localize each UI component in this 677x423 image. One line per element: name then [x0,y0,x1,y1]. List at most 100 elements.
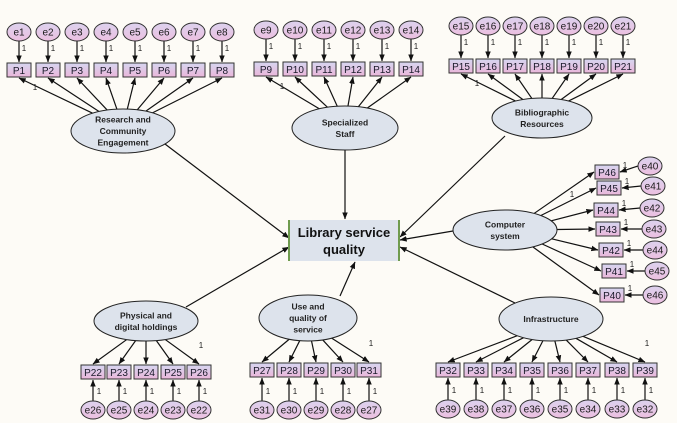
observed-label-P28: P28 [280,366,298,377]
error-term-e23 [160,400,186,420]
error-term-e46 [642,285,668,305]
fixed-error-loading: 1 [592,386,597,395]
latent-inf [498,296,604,342]
observed-item-P20 [583,58,609,74]
observed-label-P33: P33 [467,366,485,377]
error-label-e24: e24 [138,406,155,417]
nodes-layer: e11P1e21P2e31P3e41P4e51P5e61P6e71P7e81P8… [6,16,670,420]
observed-label-P14: P14 [402,65,420,76]
loading-path [541,243,602,272]
error-label-e20: e20 [588,22,605,33]
loading-path [76,77,108,111]
error-term-e1 [6,22,32,42]
loading-path [551,73,570,99]
error-path [619,165,639,173]
error-label-e42: e42 [644,204,661,215]
error-term-e6 [151,22,177,42]
fixed-loading-label: 1 [369,339,374,348]
observed-label-P44: P44 [597,206,615,217]
observed-item-P37 [575,362,601,378]
error-label-e18: e18 [534,22,551,33]
error-term-e15 [448,16,474,36]
fixed-error-loading: 1 [167,44,172,53]
fixed-error-loading: 1 [347,387,352,396]
loading-path [265,76,320,110]
error-term-e16 [475,16,501,36]
observed-item-P28 [276,362,302,378]
fixed-error-loading: 1 [452,386,457,395]
observed-item-P43 [595,221,621,237]
observed-label-P20: P20 [587,62,605,73]
error-label-e5: e5 [129,28,141,39]
observed-label-P5: P5 [129,66,142,77]
observed-item-P26 [186,364,212,380]
error-label-e30: e30 [281,406,298,417]
loading-path [322,339,344,363]
latent-label-uqs-2: service [293,325,323,335]
latent-label-inf-0: Infrastructure [523,314,579,324]
observed-label-P30: P30 [334,366,352,377]
error-term-e28 [330,400,356,420]
error-label-e13: e13 [374,26,391,37]
observed-label-P11: P11 [315,65,332,76]
loading-path [531,340,544,363]
error-term-e42 [639,198,665,218]
error-term-e41 [640,176,666,196]
fixed-error-loading: 1 [225,44,230,53]
error-label-e8: e8 [216,28,228,39]
error-label-e11: e11 [316,26,332,37]
error-term-e10 [282,20,308,40]
error-term-e27 [356,400,382,420]
error-path [621,184,642,191]
error-term-e2 [35,22,61,42]
observed-item-P32 [435,362,461,378]
observed-item-P2 [35,62,61,78]
observed-label-P41: P41 [605,267,623,278]
error-term-e7 [180,22,206,42]
observed-item-P16 [475,58,501,74]
latent-label-pdh-0: Physical and [120,310,172,320]
fixed-error-loading: 1 [138,44,143,53]
observed-item-P11 [311,61,337,77]
error-term-e12 [340,20,366,40]
observed-item-P35 [519,362,545,378]
error-term-e8 [209,22,235,42]
observed-label-P9: P9 [260,65,273,76]
loading-path [582,335,646,363]
latent-label-ss-0: Specialized [322,117,368,127]
loading-path [554,340,562,363]
observed-item-P40 [599,287,625,303]
observed-label-P25: P25 [164,368,182,379]
fixed-error-loading: 1 [293,387,298,396]
error-term-e4 [93,22,119,42]
observed-label-P22: P22 [84,368,102,379]
error-label-e46: e46 [647,291,664,302]
observed-label-P10: P10 [286,65,304,76]
observed-label-P21: P21 [614,62,632,73]
error-term-e21 [610,16,636,36]
error-term-e44 [642,240,668,260]
fixed-error-loading: 1 [109,44,114,53]
error-term-e29 [303,400,329,420]
observed-label-P40: P40 [603,291,621,302]
error-label-e25: e25 [111,406,128,417]
observed-item-P13 [369,61,395,77]
fixed-error-loading: 1 [80,44,85,53]
fixed-error-loading: 1 [572,38,577,47]
loading-path [323,76,338,107]
fixed-error-loading: 1 [626,38,631,47]
error-label-e34: e34 [580,405,597,416]
error-label-e2: e2 [42,28,54,39]
error-label-e41: e41 [645,182,662,193]
error-term-e43 [641,219,667,239]
loading-path [118,340,137,365]
observed-item-P6 [151,62,177,78]
error-term-e34 [575,399,601,419]
latent-label-uqs-0: Use and [291,302,324,312]
fixed-error-loading: 1 [464,38,469,47]
loading-path [532,246,600,296]
fixed-error-loading: 1 [621,386,626,395]
fixed-error-loading: 1 [414,42,419,51]
observed-label-P3: P3 [71,66,84,77]
observed-item-P7 [180,62,206,78]
